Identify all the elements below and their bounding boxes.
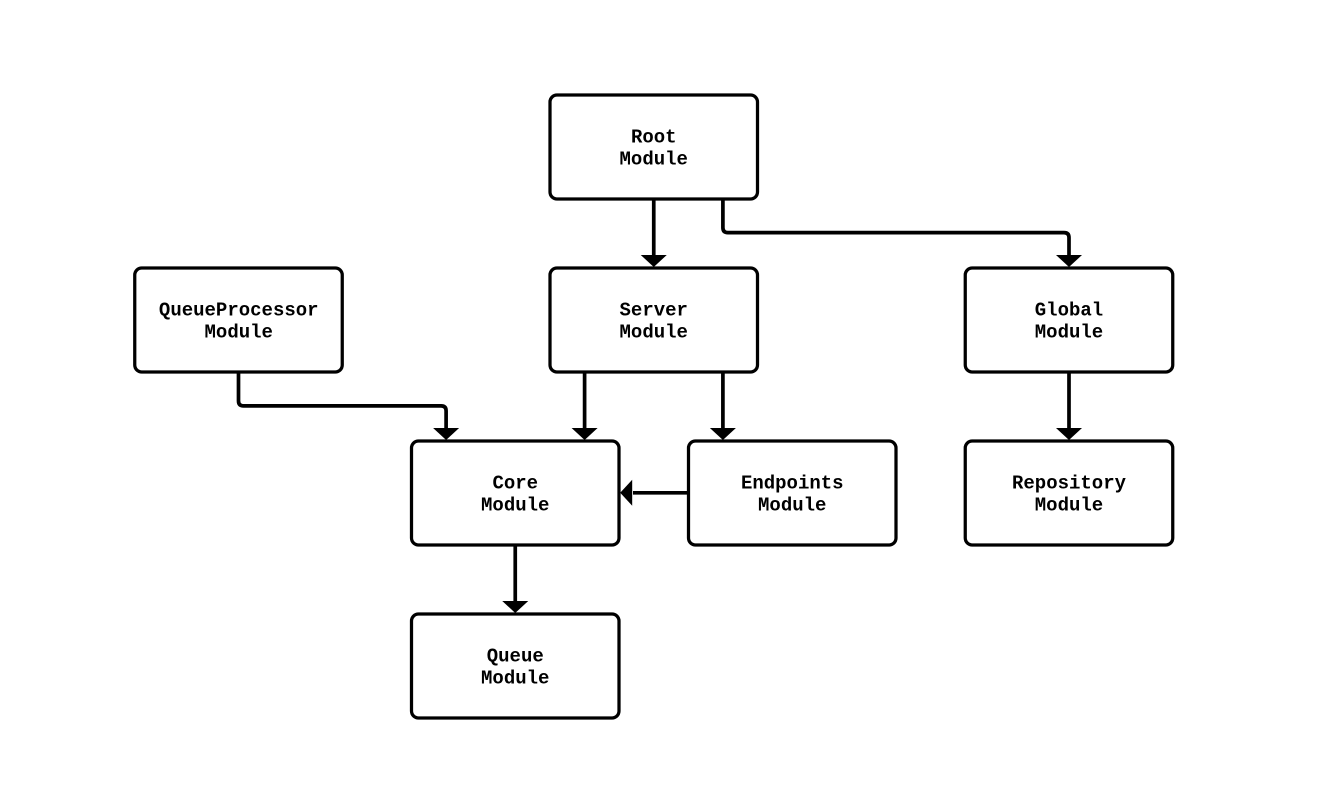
svg-text:QueueProcessor: QueueProcessor bbox=[159, 299, 319, 321]
svg-text:Global: Global bbox=[1035, 299, 1103, 321]
svg-text:Module: Module bbox=[1035, 321, 1103, 343]
svg-text:Core: Core bbox=[492, 472, 538, 494]
svg-text:Module: Module bbox=[620, 321, 688, 343]
svg-text:Repository: Repository bbox=[1012, 472, 1127, 494]
svg-text:Server: Server bbox=[620, 299, 688, 321]
svg-text:Module: Module bbox=[620, 148, 688, 170]
svg-text:Module: Module bbox=[205, 321, 273, 343]
svg-text:Queue: Queue bbox=[487, 645, 544, 667]
svg-text:Endpoints: Endpoints bbox=[741, 472, 844, 494]
svg-text:Module: Module bbox=[758, 494, 826, 516]
svg-text:Module: Module bbox=[1035, 494, 1103, 516]
svg-text:Module: Module bbox=[481, 667, 549, 689]
svg-text:Root: Root bbox=[631, 126, 677, 148]
svg-text:Module: Module bbox=[481, 494, 549, 516]
